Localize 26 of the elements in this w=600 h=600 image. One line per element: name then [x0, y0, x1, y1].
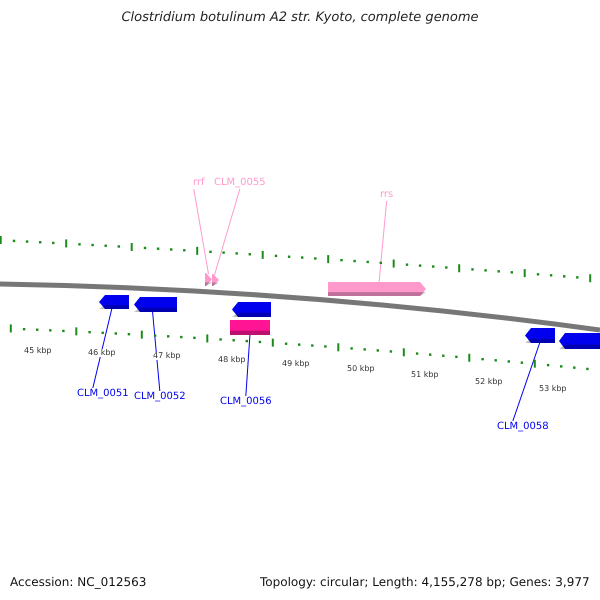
- scale-label: 49 kbp: [282, 360, 310, 368]
- footer-note: Accession: NC_012563: [10, 576, 146, 588]
- gene-label: rrf: [193, 177, 205, 188]
- leader-line: [378, 200, 388, 284]
- leader-line: [92, 308, 112, 388]
- scale-label: 52 kbp: [475, 378, 503, 386]
- footer-note: Topology: circular; Length: 4,155,278 bp; Genes: 3,977: [260, 576, 590, 588]
- scale-label: 46 kbp: [88, 349, 116, 357]
- gene-label: CLM_0052: [134, 391, 186, 402]
- scale-label: 53 kbp: [539, 385, 567, 393]
- leader-line: [245, 334, 250, 396]
- leader-line: [152, 310, 160, 392]
- scale-label: 51 kbp: [411, 371, 439, 379]
- scale-label: 50 kbp: [347, 365, 375, 373]
- gene-label: CLM_0058: [497, 421, 549, 432]
- leader-line: [214, 188, 240, 276]
- leader-line: [193, 188, 209, 274]
- leader-line: [512, 342, 540, 422]
- gene-label: CLM_0056: [220, 396, 272, 407]
- scale-label: 48 kbp: [218, 356, 246, 364]
- scale-label: 45 kbp: [24, 347, 52, 355]
- diagram-title: Clostridium botulinum A2 str. Kyoto, complete genome: [120, 11, 480, 24]
- gene-label: CLM_0051: [77, 388, 129, 399]
- scale-label: 47 kbp: [153, 352, 181, 360]
- gene-label: rrs: [380, 189, 394, 200]
- gene-label: CLM_0055: [214, 177, 266, 188]
